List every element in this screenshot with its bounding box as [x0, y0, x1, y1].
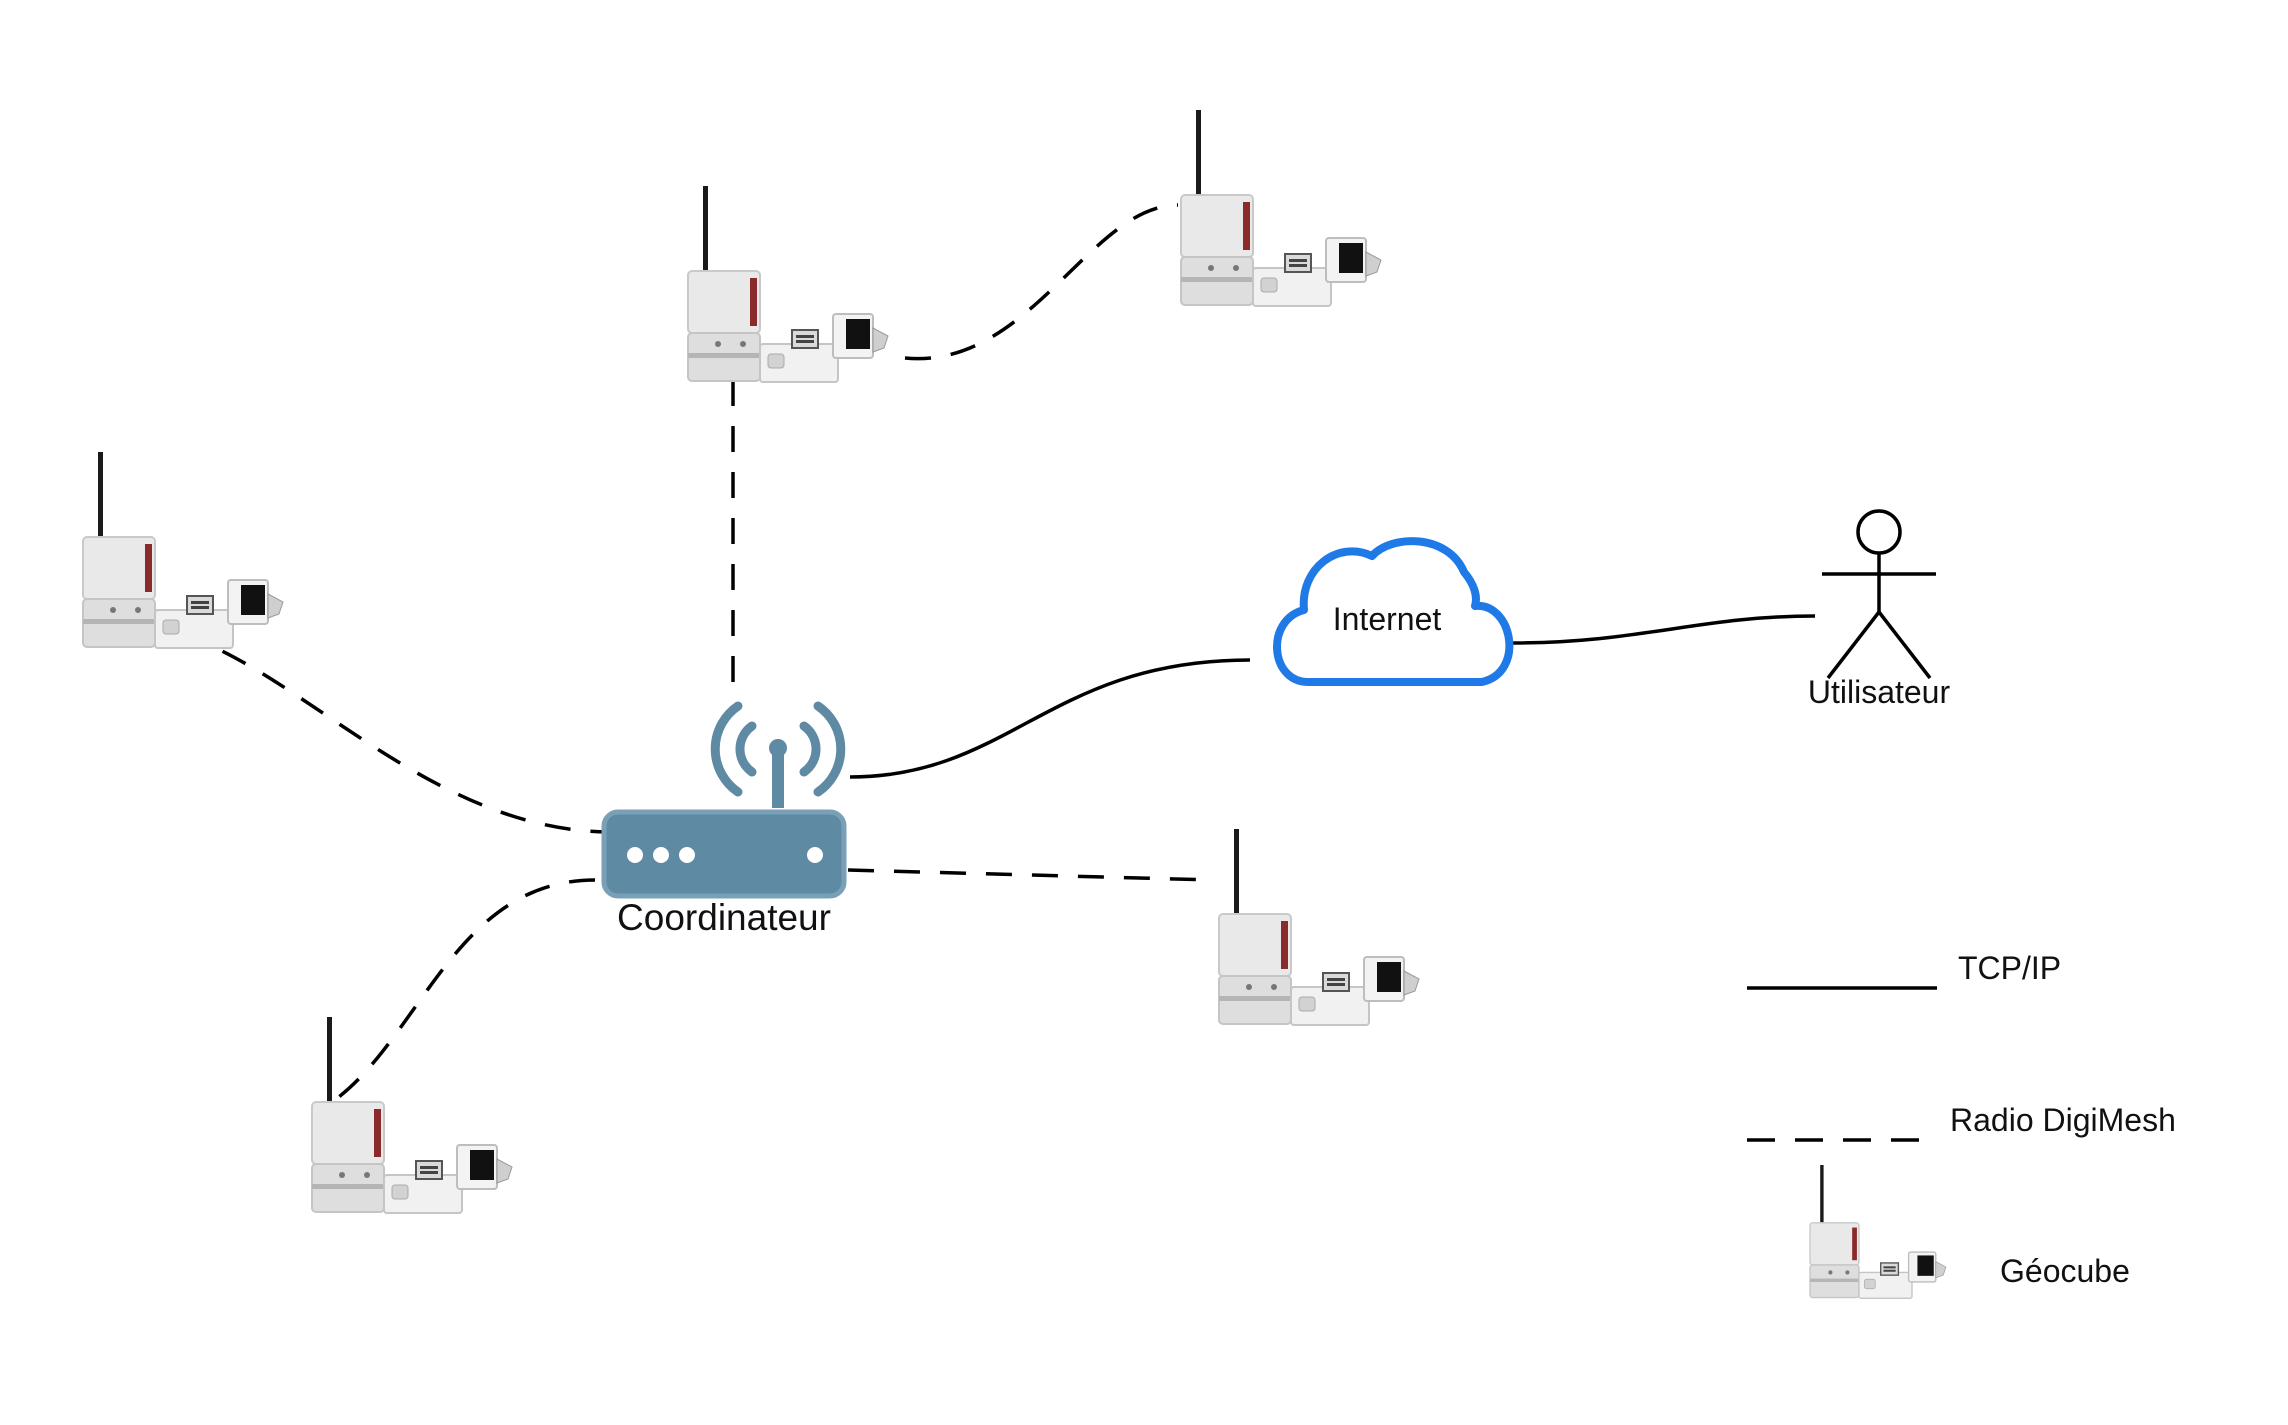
legend-geocube: Géocube — [1809, 1164, 2130, 1299]
geocube-bottom-left — [311, 1016, 513, 1214]
legend-radio-label: Radio DigiMesh — [1950, 1102, 2176, 1138]
internet-node: Internet — [1273, 537, 1514, 686]
geocube-top-right — [1180, 109, 1382, 307]
legend-radio: Radio DigiMesh — [1747, 1102, 2176, 1142]
legend-geocube-label: Géocube — [2000, 1253, 2130, 1289]
geocube-icon — [1809, 1164, 1947, 1299]
link-coordinator-internet — [849, 658, 1251, 779]
user-node: Utilisateur — [1808, 509, 1951, 710]
link-coordinator-geocube-left — [179, 632, 609, 834]
stick-figure-icon — [1822, 509, 1936, 680]
user-label: Utilisateur — [1808, 674, 1951, 710]
link-coordinator-geocube-bottom-left — [330, 878, 596, 1104]
legend-tcp: TCP/IP — [1747, 950, 2061, 990]
link-geocube-top-top-right — [904, 203, 1179, 361]
cloud-icon — [1273, 537, 1514, 686]
wifi-router-icon — [601, 701, 847, 899]
coordinator-node: Coordinateur — [601, 701, 847, 938]
legend-tcp-label: TCP/IP — [1958, 950, 2061, 986]
link-internet-user — [1511, 614, 1816, 645]
link-coordinator-geocube-right — [847, 868, 1213, 882]
coordinator-label: Coordinateur — [617, 897, 831, 938]
legend: TCP/IP Radio DigiMesh Géocube — [1747, 950, 2176, 1299]
geocube-left — [82, 451, 284, 649]
internet-label: Internet — [1333, 601, 1442, 637]
geocube-right — [1218, 828, 1420, 1026]
geocube-top — [687, 185, 889, 383]
